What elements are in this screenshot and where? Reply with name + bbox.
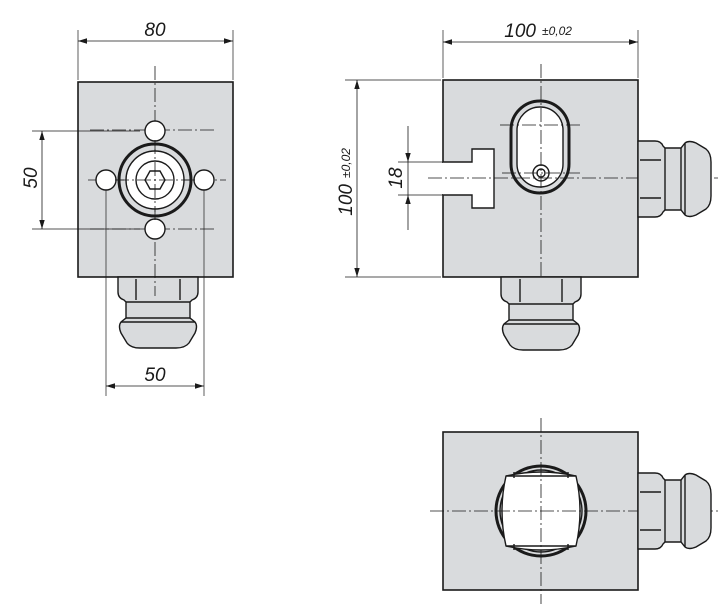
hole-top — [144, 120, 166, 142]
front-plug — [117, 276, 199, 349]
dim-slot-width: 18 — [386, 167, 407, 189]
top-view — [430, 418, 718, 604]
hole-right — [193, 169, 215, 191]
side-bottom-plug — [500, 276, 582, 351]
t-slot — [443, 148, 495, 209]
dim-side-width-tol: ±0,02 — [542, 24, 572, 38]
top-right-plug — [637, 472, 712, 550]
dim-hole-spacing: 50 — [21, 167, 42, 189]
hole-left — [95, 169, 117, 191]
side-view: 100 ±0,02 100 ±0,02 18 — [336, 21, 718, 351]
dim-front-width: 80 — [144, 20, 166, 41]
dim-side-width: 100 — [504, 21, 536, 42]
front-view: 80 50 50 — [21, 20, 234, 396]
dim-side-height: 100 — [336, 184, 357, 216]
hole-bottom — [144, 218, 166, 240]
oblong-slot — [509, 99, 571, 195]
side-right-plug — [637, 140, 712, 218]
dim-plug-width: 50 — [144, 365, 166, 386]
dim-side-height-tol: ±0,02 — [339, 148, 353, 178]
